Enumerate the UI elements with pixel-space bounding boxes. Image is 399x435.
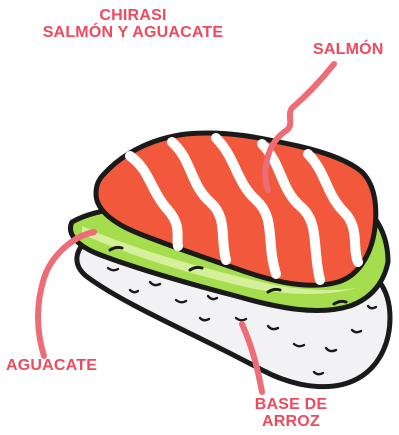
sushi-illustration — [0, 0, 399, 435]
